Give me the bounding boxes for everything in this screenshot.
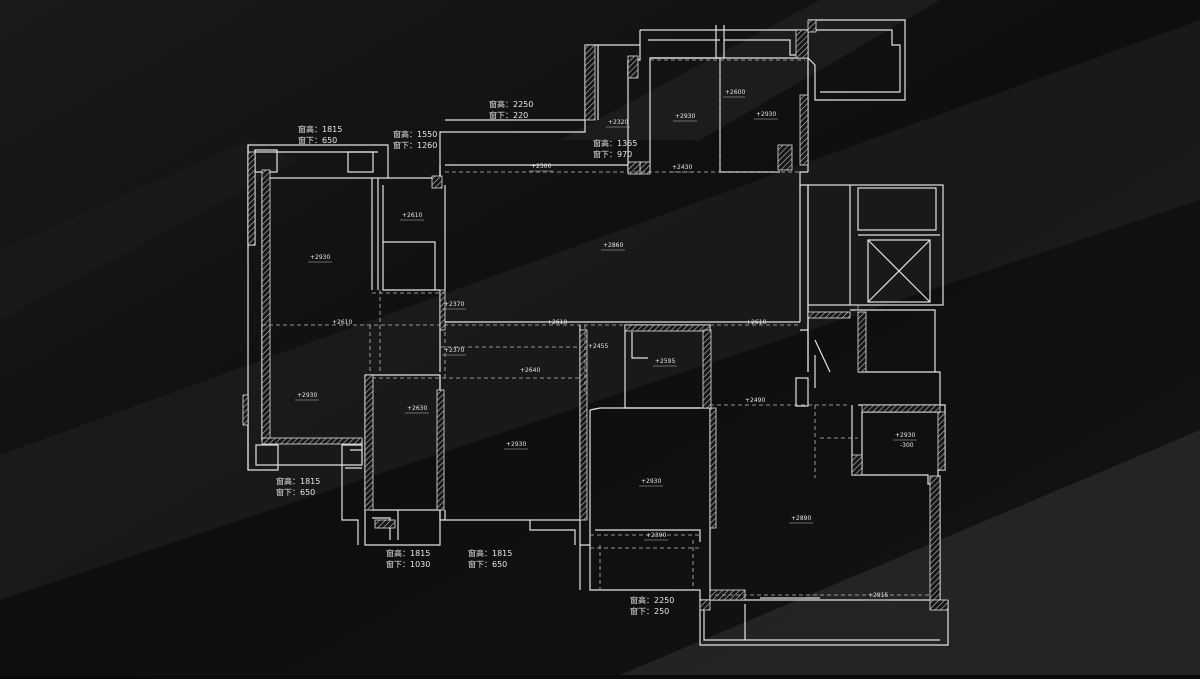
height-h27: +2915 — [868, 592, 888, 599]
height-h16: +2595 — [655, 358, 675, 365]
height-h12: +2610 — [547, 319, 567, 326]
height-h4: +2930 — [756, 111, 776, 118]
height-h19: +2930 — [297, 392, 317, 399]
height-h23: +2930 — [895, 432, 915, 439]
window-sill-label: 窗下：970 — [593, 150, 633, 159]
height-h6: +2430 — [672, 164, 692, 171]
window-sill-label: 窗下：220 — [489, 111, 529, 120]
height-h11: +2610 — [332, 319, 352, 326]
window-height-label: 窗高：2250 — [489, 100, 534, 109]
height-h21: +2930 — [506, 441, 526, 448]
window-sill-label: 窗下：650 — [298, 136, 338, 145]
height-h10: +2370 — [444, 301, 464, 308]
height-h20: +2630 — [407, 405, 427, 412]
window-height-label: 窗高：1815 — [468, 549, 513, 558]
window-note-8: 窗高：2250 窗下：250 — [630, 595, 674, 617]
height-h14: +2370 — [444, 347, 464, 354]
height-h5: +2500 — [531, 163, 551, 170]
height-h1: +2320 — [608, 119, 628, 126]
hatched-walls — [242, 19, 949, 611]
window-note-5: 窗高：1815 窗下：650 — [276, 476, 320, 498]
window-height-label: 窗高：1815 — [276, 477, 321, 486]
height-h24: -300 — [900, 442, 914, 449]
light-band — [0, 20, 1200, 600]
window-note-1: 窗高：1815 窗下：650 — [298, 124, 342, 146]
height-h7: +2610 — [402, 212, 422, 219]
window-height-label: 窗高：1815 — [386, 549, 431, 558]
window-note-3: 窗高：2250 窗下：220 — [489, 99, 533, 121]
height-h13: +2610 — [746, 319, 766, 326]
height-marker-underlines — [295, 96, 917, 601]
window-note-7: 窗高：1815 窗下：650 — [468, 548, 512, 570]
window-height-label: 窗高：1550 — [393, 130, 438, 139]
window-sill-label: 窗下：1260 — [393, 141, 438, 150]
height-h2: +2930 — [675, 113, 695, 120]
height-h17: +2640 — [520, 367, 540, 374]
window-sill-label: 窗下：650 — [468, 560, 508, 569]
height-h22: +2930 — [641, 478, 661, 485]
window-sill-label: 窗下：650 — [276, 488, 316, 497]
window-sill-label: 窗下：250 — [630, 607, 670, 616]
height-h8: +2930 — [310, 254, 330, 261]
height-h9: +2860 — [603, 242, 623, 249]
window-height-label: 窗高：2250 — [630, 596, 675, 605]
height-h15: +2455 — [588, 343, 608, 350]
height-h26: +2300 — [646, 532, 666, 539]
light-band — [620, 430, 1200, 675]
light-band — [0, 140, 300, 320]
window-height-label: 窗高：1815 — [298, 125, 343, 134]
window-height-label: 窗高：1365 — [593, 139, 638, 148]
window-note-2: 窗高：1550 窗下：1260 — [393, 129, 437, 151]
height-markers: +2320 +2930 +2600 +2930 +2500 +2430 +261… — [297, 89, 915, 599]
height-h25: +2890 — [791, 515, 811, 522]
height-h3: +2600 — [725, 89, 745, 96]
window-sill-label: 窗下：1030 — [386, 560, 431, 569]
beam-lines — [262, 59, 930, 596]
window-note-6: 窗高：1815 窗下：1030 — [386, 548, 430, 570]
height-h18: +2490 — [745, 397, 765, 404]
window-note-4: 窗高：1365 窗下：970 — [593, 138, 637, 160]
light-band — [560, 0, 940, 140]
